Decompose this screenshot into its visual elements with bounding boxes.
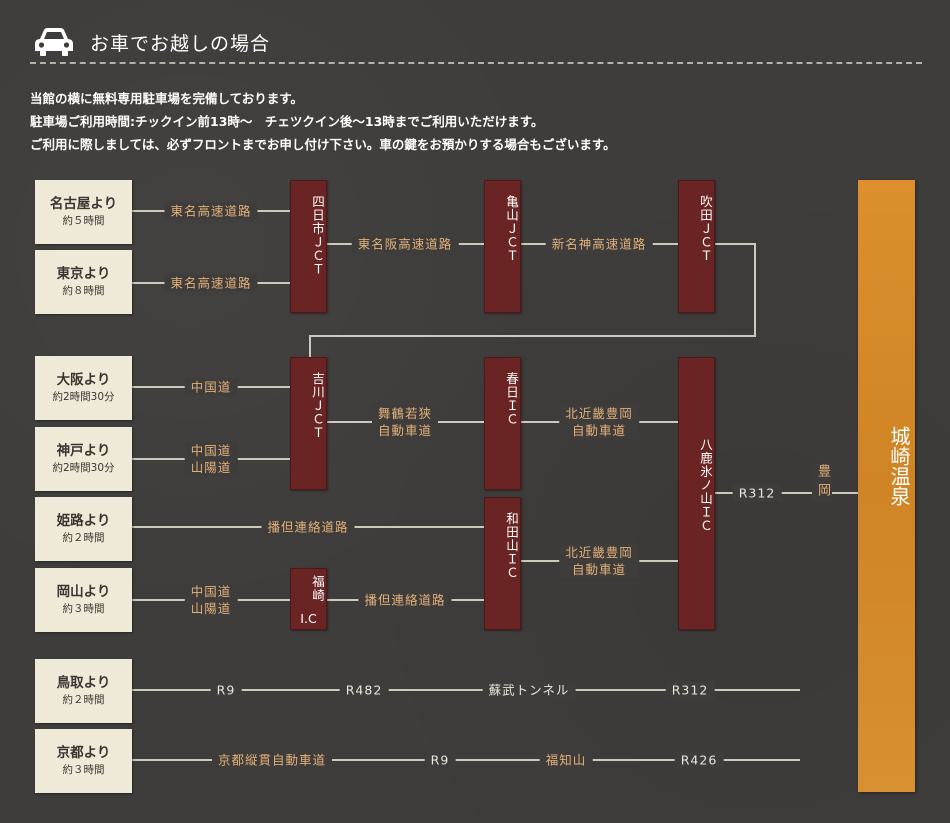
origin-time: 約５時間	[62, 215, 105, 227]
road-label: 京都縦貫自動車道	[211, 751, 333, 769]
road-label-line: 自動車道	[377, 423, 433, 438]
junction-label: 四日市ＪＣＴ	[310, 195, 325, 276]
road-label-multiline: 舞鶴若狭 自動車道	[371, 405, 439, 439]
junction-yokkaichi: 四日市ＪＣＴ	[290, 180, 327, 313]
road-label-multiline: 北近畿豊岡 自動車道	[559, 544, 639, 578]
road-line	[715, 243, 755, 245]
road-line	[754, 243, 756, 336]
junction-label: 和田山ＩＣ	[504, 512, 519, 580]
origin-time: 約２時間	[62, 532, 105, 544]
page-title: お車でお越しの場合	[90, 32, 271, 55]
origin-osaka: 大阪より 約2時間30分	[35, 356, 132, 420]
junction-yoka: 八鹿氷ノ山ＩＣ	[678, 357, 715, 630]
intro-line-notice: ご利用に際しましては、必ずフロントまでお申し付け下さい。車の鍵をお預かりする場合…	[30, 137, 616, 152]
intro-line-hours: 駐車場ご利用時間:チックイン前13時〜 チェツクイン後〜13時までご利用いただけ…	[30, 114, 544, 129]
road-label-line: 北近畿豊岡	[565, 406, 633, 421]
intro-text: 当館の横に無料専用駐車場を完備しております。 駐車場ご利用時間:チックイン前13…	[30, 87, 616, 156]
road-label: 播但連絡道路	[358, 591, 452, 609]
junction-label: 吹田ＪＣＴ	[698, 195, 713, 263]
road-label: 福知山	[539, 751, 593, 769]
road-label: 東名阪高速道路	[351, 235, 459, 253]
origin-name: 大阪より	[56, 372, 111, 388]
road-label-line: 中国道	[190, 584, 232, 599]
junction-fukusaki: 福崎 I.C	[290, 568, 327, 630]
road-label-line: 自動車道	[571, 562, 627, 577]
road-line	[132, 689, 800, 691]
origin-time: 約３時間	[62, 603, 105, 615]
road-label-line: 北近畿豊岡	[565, 545, 633, 560]
origin-tottori: 鳥取より 約２時間	[35, 659, 132, 723]
junction-suita: 吹田ＪＣＴ	[678, 180, 715, 313]
origin-name: 鳥取より	[56, 675, 111, 691]
intro-line-parking: 当館の横に無料専用駐車場を完備しております。	[30, 91, 304, 106]
road-label-multiline: 中国道 山陽道	[184, 442, 238, 476]
road-label: R312	[665, 681, 715, 699]
road-label-line: 山陽道	[190, 460, 232, 475]
origin-time: 約2時間30分	[52, 391, 115, 403]
origin-name: 神戸より	[56, 443, 111, 459]
header-divider	[30, 62, 922, 64]
road-label-line: 中国道	[190, 443, 232, 458]
car-icon	[35, 28, 73, 56]
road-line	[309, 335, 311, 357]
road-label: R426	[674, 751, 724, 769]
section-header: お車でお越しの場合	[32, 24, 270, 60]
road-label: R312	[732, 484, 782, 502]
road-label-line: 自動車道	[571, 423, 627, 438]
origin-name: 京都より	[56, 745, 111, 761]
origin-name: 東京より	[56, 266, 111, 282]
road-label-line: 舞鶴若狭	[377, 406, 433, 421]
road-label: 東名高速道路	[164, 202, 258, 220]
origin-time: 約２時間	[62, 694, 105, 706]
origin-name: 名古屋より	[49, 196, 118, 212]
origin-nagoya: 名古屋より 約５時間	[35, 180, 132, 244]
junction-yoshikawa: 吉川ＪＣＴ	[290, 357, 327, 490]
road-label: 中国道	[184, 378, 238, 396]
road-label-line: 山陽道	[190, 601, 232, 616]
road-label: R9	[424, 751, 456, 769]
road-label-multiline: 北近畿豊岡 自動車道	[559, 405, 639, 439]
origin-kyoto: 京都より 約３時間	[35, 729, 132, 793]
junction-label: 吉川ＪＣＴ	[310, 372, 325, 440]
origin-time: 約2時間30分	[52, 462, 115, 474]
origin-kobe: 神戸より 約2時間30分	[35, 427, 132, 491]
destination-kinosaki: 城崎温泉	[858, 180, 915, 792]
origin-okayama: 岡山より 約３時間	[35, 568, 132, 632]
junction-label: 亀山ＪＣＴ	[504, 195, 519, 263]
origin-time: 約８時間	[62, 285, 105, 297]
road-line	[715, 492, 858, 494]
origin-name: 岡山より	[56, 584, 111, 600]
road-label: 播但連絡道路	[261, 518, 355, 536]
road-label: 蘇武トンネル	[482, 681, 576, 699]
junction-kameyama: 亀山ＪＣＴ	[484, 180, 521, 313]
junction-wadayama: 和田山ＩＣ	[484, 497, 521, 630]
road-label: 新名神高速道路	[545, 235, 653, 253]
junction-label: 福崎	[310, 575, 325, 602]
road-line	[310, 335, 756, 337]
junction-label: 春日ＩＣ	[504, 372, 519, 426]
origin-name: 姫路より	[56, 513, 111, 529]
origin-himeji: 姫路より 約２時間	[35, 497, 132, 561]
destination-label: 城崎温泉	[887, 426, 911, 506]
road-label: R9	[210, 681, 242, 699]
road-label: 東名高速道路	[164, 274, 258, 292]
road-label-multiline: 中国道 山陽道	[184, 583, 238, 617]
junction-label-suffix: I.C	[300, 611, 317, 626]
junction-kasuga: 春日ＩＣ	[484, 357, 521, 490]
road-line	[132, 759, 800, 761]
origin-time: 約３時間	[62, 764, 105, 776]
junction-label: 八鹿氷ノ山ＩＣ	[698, 438, 713, 533]
road-label: R482	[339, 681, 389, 699]
origin-tokyo: 東京より 約８時間	[35, 250, 132, 314]
toyooka-label: 豊岡	[812, 464, 832, 502]
